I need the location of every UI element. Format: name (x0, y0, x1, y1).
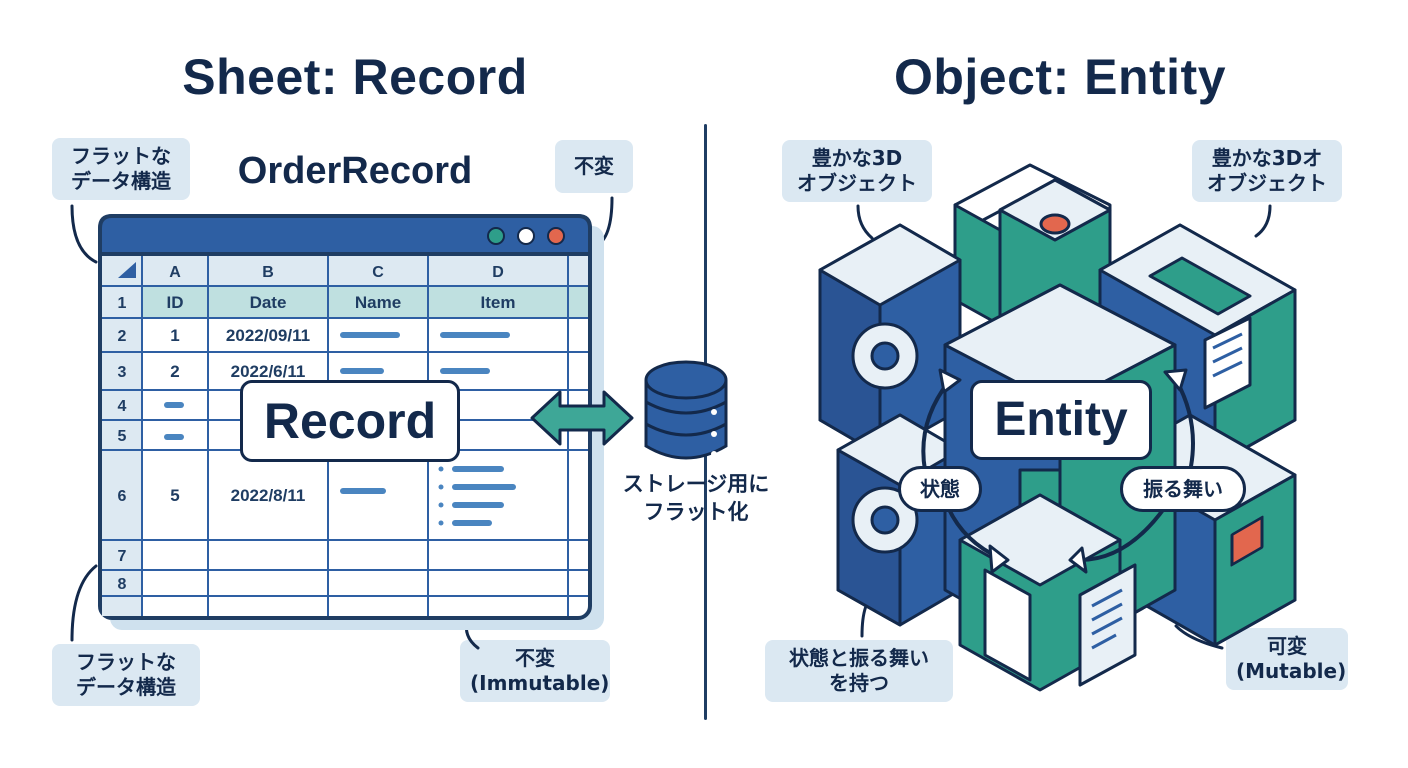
cell-date: 2022/8/11 (231, 486, 306, 505)
entity-label: Entity (970, 380, 1152, 460)
leader-lines-right (856, 204, 1272, 650)
cell-placeholder-bar (440, 368, 490, 374)
row-number-4: 4 (118, 398, 127, 415)
callout-has-state-and-behavior: 状態と振る舞い を持つ (765, 640, 953, 702)
cell-placeholder-bar (340, 368, 384, 374)
database-icon (644, 360, 728, 460)
cell-bullet (438, 502, 444, 508)
row-number-2: 2 (118, 328, 127, 345)
callout-immutable-top: 不変 (555, 140, 633, 193)
state-pill: 状態 (898, 466, 982, 512)
object-entity-heading: Object: Entity (893, 49, 1227, 105)
cell-id: 1 (170, 326, 179, 345)
cell-placeholder-bar (164, 434, 184, 440)
row-number-3: 3 (118, 364, 127, 381)
cell-placeholder-bar (452, 484, 516, 490)
header-cell-name: Name (355, 293, 401, 312)
spreadsheet-cells: A B C D 1 2 3 4 5 6 7 8 ID Date Name Item 1 2022/09/11 2 20… (118, 264, 516, 593)
cell-placeholder-bar (452, 502, 504, 508)
row-number-7: 7 (118, 548, 127, 565)
window-dot-white (517, 227, 535, 245)
callout-immutable-bottom: 不変 (Immutable) (460, 640, 610, 702)
cell-date: 2022/6/11 (231, 362, 306, 381)
double-arrow (530, 390, 634, 446)
callout-rich-3d-object-right: 豊かな3Dオ オブジェクト (1192, 140, 1342, 202)
cell-bullet (438, 520, 444, 526)
sheet-title: OrderRecord (237, 150, 473, 192)
record-label: Record (240, 380, 460, 462)
row-number-1: 1 (118, 295, 127, 312)
cell-placeholder-bar (340, 488, 386, 494)
window-dot-orange (547, 227, 565, 245)
callout-rich-3d-object-left: 豊かな3D オブジェクト (782, 140, 932, 202)
cell-placeholder-bars (164, 332, 516, 526)
gear-icon (851, 322, 919, 554)
row-number-6: 6 (118, 488, 127, 505)
cell-placeholder-bar (164, 402, 184, 408)
callout-flat-structure-top: フラットな データ構造 (52, 138, 190, 200)
cell-placeholder-bar (452, 466, 504, 472)
header-cell-id: ID (167, 293, 184, 312)
cell-bullet (438, 484, 444, 490)
column-header-A: A (169, 264, 181, 281)
storage-flatten-label: ストレージ用に フラット化 (622, 472, 770, 524)
cell-id: 2 (170, 362, 179, 381)
header-cell-date: Date (250, 293, 287, 312)
spreadsheet-titlebar (98, 214, 592, 256)
window-dot-green (487, 227, 505, 245)
header-cell-item: Item (481, 293, 516, 312)
callout-flat-structure-bottom: フラットな データ構造 (52, 644, 200, 706)
cycle-arrow-heads (938, 368, 1188, 574)
cell-bullet (438, 466, 444, 472)
entity-cube-cluster (818, 163, 1297, 692)
cell-placeholder-bar (440, 332, 510, 338)
column-header-C: C (372, 264, 384, 281)
column-header-D: D (492, 264, 504, 281)
sheet-record-heading: Sheet: Record (182, 49, 528, 105)
cell-date: 2022/09/11 (226, 326, 310, 345)
row-number-8: 8 (118, 576, 127, 593)
cell-id: 5 (170, 486, 179, 505)
callout-mutable: 可変 (Mutable) (1226, 628, 1348, 690)
cell-placeholder-bar (452, 520, 492, 526)
row-number-5: 5 (118, 428, 127, 445)
cell-placeholder-bar (340, 332, 400, 338)
column-header-B: B (262, 264, 274, 281)
behavior-pill: 振る舞い (1120, 466, 1246, 512)
